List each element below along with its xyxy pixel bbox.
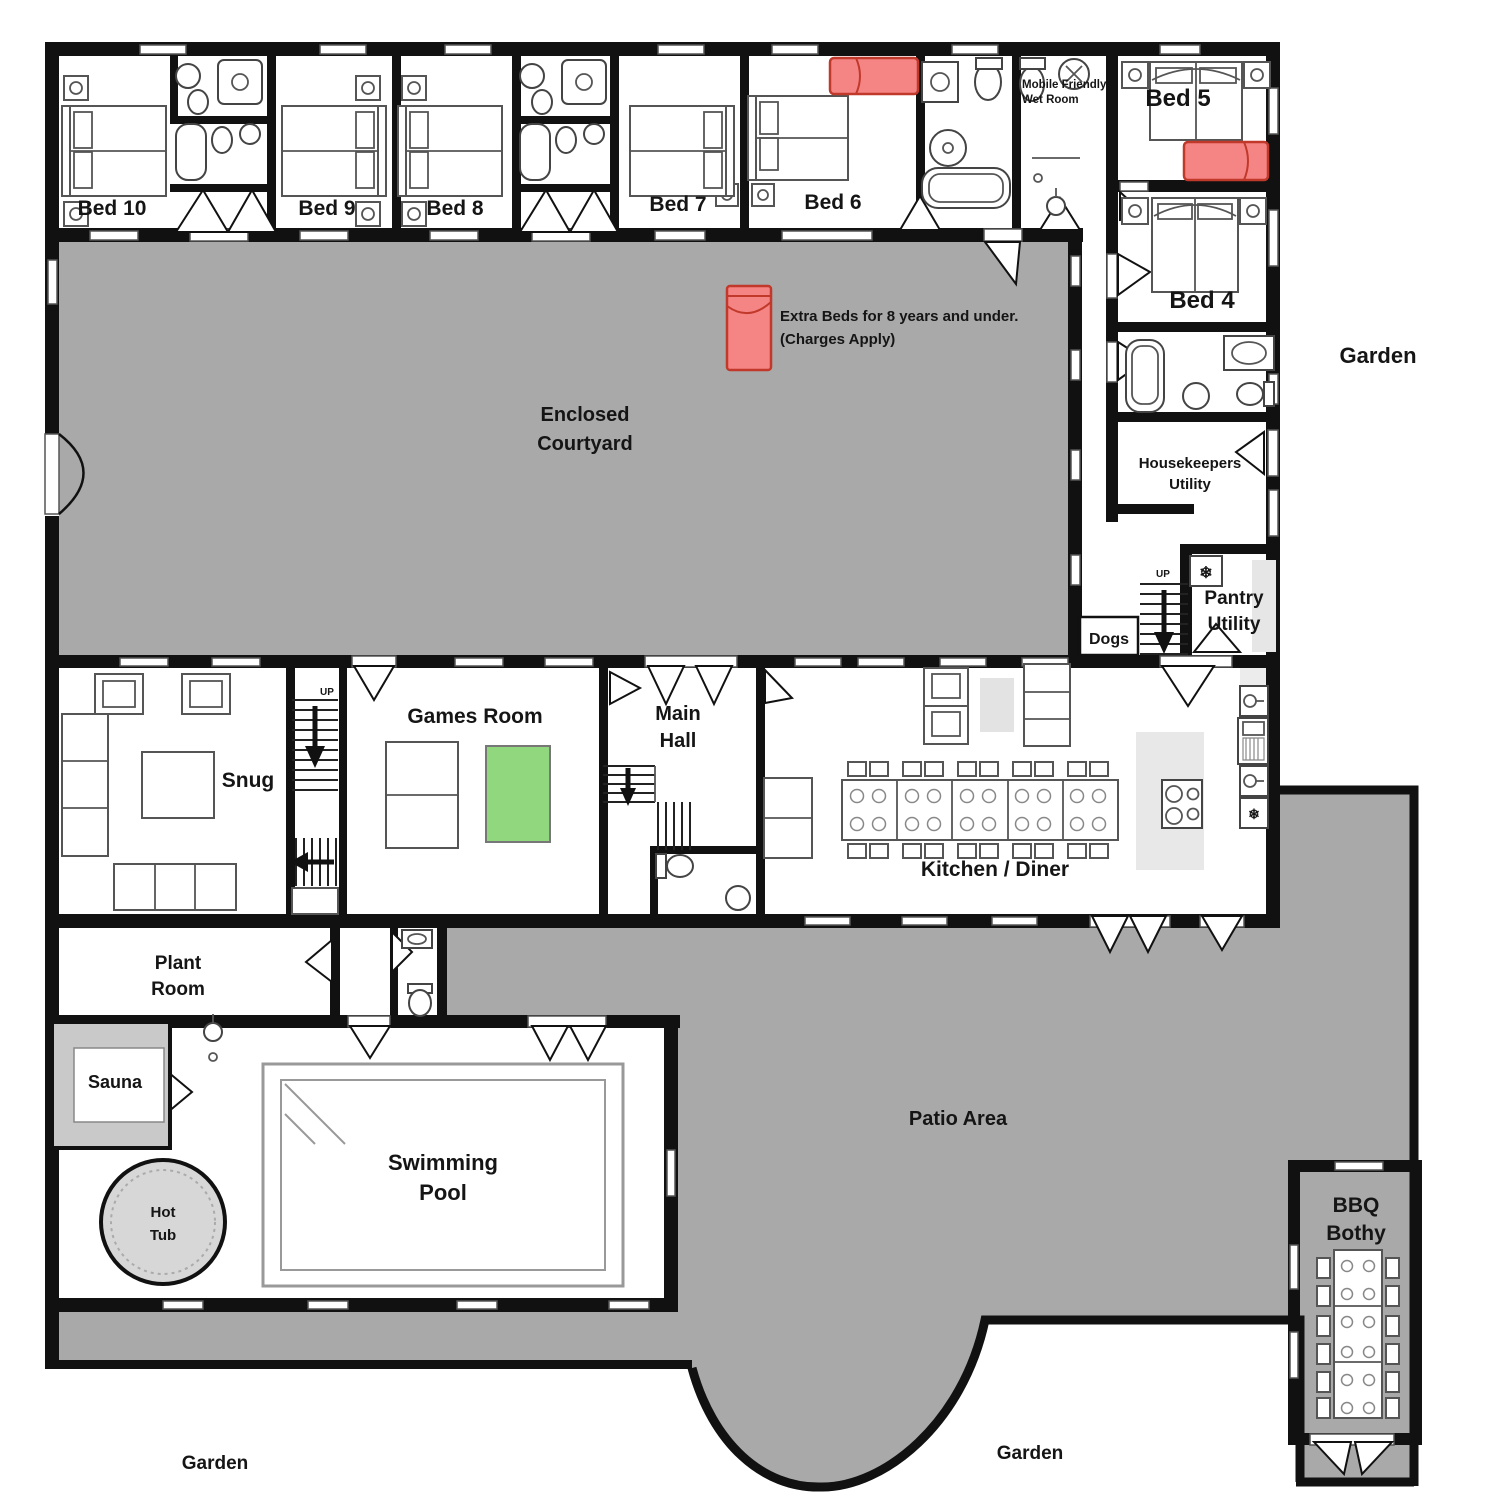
extra-bed-icon: [725, 284, 773, 372]
snug-label: Snug: [222, 769, 275, 792]
kitchen-rug: [980, 678, 1014, 732]
bed6-ensuite: [921, 57, 1011, 209]
wet-room: [1019, 57, 1090, 216]
enclosed-courtyard-area: [59, 242, 1068, 658]
bed8-headboard: [397, 105, 407, 197]
path-strip-edge: [45, 1360, 692, 1369]
bbq-table: [1333, 1249, 1383, 1419]
patio-area-surface: [447, 790, 1418, 1488]
bathroom-pod-1: [175, 59, 263, 181]
extra-beds-note-1: Extra Beds for 8 years and under.: [780, 308, 1018, 325]
bed6-room: [747, 56, 920, 207]
courtyard-label-1: Enclosed: [541, 404, 630, 426]
housekeepers-label-2: Utility: [1169, 476, 1211, 493]
pantry-counter: [1252, 560, 1276, 652]
windows: [47, 44, 1384, 1379]
games-room: [385, 741, 551, 849]
bed7-label: Bed 7: [649, 193, 706, 216]
garden-bottom-center-label: Garden: [997, 1443, 1064, 1464]
bed5-room: [1121, 61, 1271, 182]
up-label-east: UP: [1156, 569, 1170, 580]
games-room-label: Games Room: [407, 705, 542, 728]
bed4-bathroom: [1125, 335, 1275, 413]
main-hall-label-2: Hall: [660, 730, 697, 752]
snug-coffee-table: [141, 751, 215, 819]
bed8-label: Bed 8: [426, 197, 484, 220]
bbq-place-settings: [1340, 1259, 1376, 1415]
patio-area-label: Patio Area: [909, 1108, 1008, 1130]
swimming-pool-label-1: Swimming: [388, 1150, 498, 1175]
snug-sofa-bottom: [113, 863, 237, 911]
pantry-label-2: Utility: [1208, 614, 1261, 635]
pool-table: [485, 745, 551, 843]
wet-room-label-2: Wet Room: [1022, 94, 1079, 106]
bed5-label: Bed 5: [1145, 85, 1210, 112]
lower-wc: [401, 929, 433, 1017]
bed10-headboard: [61, 105, 71, 197]
bed9-room: [281, 75, 387, 227]
bed4-room: [1121, 197, 1267, 293]
bed4-label: Bed 4: [1169, 287, 1235, 314]
path-strip-cap: [45, 1312, 59, 1369]
bbq-chairs: [1316, 1257, 1400, 1419]
sauna-label: Sauna: [88, 1072, 143, 1092]
bbq-label-2: Bothy: [1326, 1222, 1386, 1245]
bed6-label: Bed 6: [804, 191, 861, 214]
kitchen-sofa-right: [1023, 663, 1071, 747]
bed9-label: Bed 9: [298, 197, 355, 220]
hot-tub-label-1: Hot: [151, 1204, 176, 1221]
courtyard-gate: [58, 433, 85, 515]
bathroom-pod-2: [519, 59, 607, 181]
fridge-freezer-icon: ❄: [1248, 806, 1260, 822]
kitchen-diner-label: Kitchen / Diner: [921, 858, 1069, 881]
bbq-label-1: BBQ: [1333, 1194, 1380, 1217]
dogs-room: [1078, 615, 1140, 657]
courtyard-label-2: Courtyard: [537, 433, 633, 455]
bed9-headboard: [377, 105, 387, 197]
east-stairs: [1140, 583, 1188, 655]
bed5-extra-bed: [1182, 140, 1270, 182]
bed6-headboard: [747, 95, 757, 181]
garden-path-strip: [45, 1312, 692, 1364]
snug-stairs: [290, 699, 339, 915]
main-hall: [603, 765, 751, 911]
bed10-room: [61, 75, 167, 227]
dining-chairs-top: [847, 761, 1109, 777]
snug-room: [61, 673, 237, 911]
pantry-label-1: Pantry: [1204, 588, 1264, 609]
dogs-label: Dogs: [1089, 631, 1129, 648]
bed7-room: [629, 105, 739, 207]
housekeepers-label-1: Housekeepers: [1139, 455, 1242, 472]
main-hall-label-1: Main: [655, 703, 701, 725]
dining-table: [841, 779, 1119, 841]
bbq-bothy: [1316, 1249, 1400, 1419]
garden-bottom-left-label: Garden: [182, 1453, 249, 1474]
swimming-pool-label-2: Pool: [419, 1180, 467, 1205]
dining-chairs-bottom: [847, 843, 1109, 859]
poolside-shower: [203, 1014, 223, 1062]
hot-tub: [99, 1158, 227, 1286]
extra-beds-note-2: (Charges Apply): [780, 331, 895, 348]
swimming-pool: [261, 1062, 625, 1288]
kitchen-diner: ❄: [763, 663, 1269, 870]
sauna-room: [50, 1020, 172, 1150]
bed6-extra-bed: [828, 56, 920, 96]
place-settings: [849, 788, 1107, 832]
bed8-room: [397, 75, 503, 227]
hot-tub-label-2: Tub: [150, 1227, 176, 1244]
freezer-icon: ❄: [1199, 565, 1212, 582]
wet-room-label-1: Mobile Friendly: [1022, 79, 1107, 91]
pantry-utility-room: ❄: [1189, 555, 1276, 652]
plant-room-label-1: Plant: [155, 953, 202, 974]
bed10-label: Bed 10: [78, 197, 147, 220]
plant-room-label-2: Room: [151, 979, 205, 1000]
garden-right-label: Garden: [1339, 343, 1416, 368]
bed7-headboard: [725, 105, 735, 197]
snug-sofa-left: [61, 713, 109, 857]
up-label-snug: UP: [320, 687, 334, 698]
